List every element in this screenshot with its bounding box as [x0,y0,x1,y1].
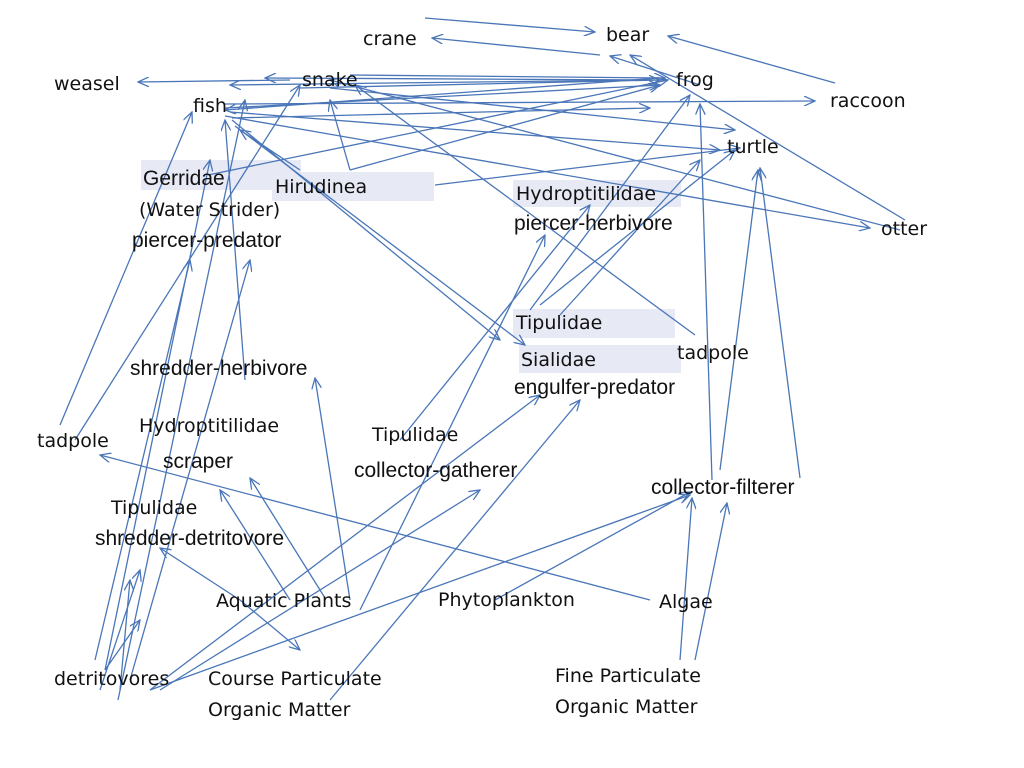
node-shredder-detritovore: shredder-detritovore [95,527,285,550]
edge-arrow-26 [74,85,300,441]
edge-arrow-1 [424,17,595,32]
edge-arrow-50 [529,95,690,311]
node-raccoon: raccoon [830,90,906,112]
edge-arrow-17 [630,55,906,221]
edge-arrow-10 [349,75,665,78]
node-phytoplankton: Phytoplankton [438,589,575,611]
node-scraper: scraper [163,450,234,473]
edge-arrow-2 [668,36,836,84]
edge-arrow-30 [129,260,250,681]
edge-arrow-45 [679,498,692,661]
node-collector-gatherer: collector-gatherer [354,459,518,482]
edge-arrow-37 [119,580,130,691]
edge-arrow-44 [100,455,651,601]
edge-arrow-55 [234,125,525,345]
edge-arrow-39 [160,548,241,601]
node-otter: otter [881,218,928,240]
edge-arrow-51 [559,160,700,316]
edge-arrow-24 [225,120,246,381]
node-hirudinea: Hirudinea [275,176,368,198]
node-algae: Algae [659,591,713,613]
node-frog: frog [676,69,714,91]
node-fpom-line1: Fine Particulate [555,665,701,687]
node-crane: crane [363,28,417,50]
node-sialidae: Sialidae [521,349,596,371]
edge-arrow-3 [432,38,601,56]
edge-arrow-33 [149,395,540,691]
edge-arrow-42 [149,495,690,691]
edge-arrow-52 [539,150,735,306]
edge-arrow-43 [494,492,690,601]
edge-arrow-28 [104,160,210,671]
node-weasel: weasel [54,73,120,95]
edge-arrow-29 [117,100,245,701]
node-water-strider: (Water Strider) [139,199,281,221]
node-cpom-line2: Organic Matter [208,699,351,721]
edge-arrow-56 [104,620,140,671]
edge-arrow-16 [231,108,650,119]
node-hydroptilidae-top: Hydroptitilidae [516,183,657,205]
node-detritovores: detritovores [54,668,170,690]
node-piercer-herbivore: piercer-herbivore [514,212,673,235]
edge-arrow-12 [224,85,660,109]
node-aquatic-plants: Aquatic Plants [216,590,352,612]
edge-arrow-13 [224,101,815,104]
edge-arrow-38 [315,378,351,601]
node-snake: snake [302,69,358,91]
node-fpom-line2: Organic Matter [555,696,698,718]
edge-arrows [59,17,906,701]
edge-arrow-49 [760,168,801,479]
edge-arrow-48 [719,170,758,471]
edge-arrow-5 [138,80,291,82]
hydroptilidae-top-highlight [513,180,681,207]
edge-arrow-18 [330,80,901,231]
node-gerridae: Gerridae [143,167,225,190]
edge-arrow-11 [329,87,735,130]
edge-arrow-14 [229,111,720,150]
edge-arrow-27 [94,260,190,661]
edge-arrow-19 [330,100,351,171]
node-piercer-predator: piercer-predator [132,229,282,252]
edge-arrow-20 [434,148,740,186]
node-hydroptilidae-low: Hydroptitilidae [139,415,280,437]
node-engulfer-predator: engulfer-predator [514,376,676,399]
edge-arrow-21 [349,85,660,171]
node-fish: fish [193,95,227,117]
sialidae-highlight [519,345,681,373]
node-tipulidae-left: Tipulidae [111,497,198,519]
node-tipulidae-mid: Tipulidae [516,312,603,334]
edge-arrow-40 [220,490,291,601]
edge-arrow-57 [239,599,300,650]
hirudinea-highlight [272,172,434,201]
edge-arrow-54 [207,80,668,176]
node-tadpole-right: tadpole [677,342,749,364]
node-tipulidae-low: Tipulidae [372,424,459,446]
edge-arrow-36 [329,400,580,701]
edge-arrow-47 [700,104,713,481]
node-cpom-line1: Course Particulate [208,668,382,690]
node-shredder-herbivore: shredder-herbivore [130,357,308,380]
edge-arrow-46 [694,503,727,661]
tipulidae-mid-highlight [513,309,675,338]
edge-arrow-53 [355,85,696,336]
node-collector-filterer: collector-filterer [651,476,795,499]
edge-arrow-34 [359,235,545,611]
node-bear: bear [606,24,650,46]
edge-arrow-25 [59,112,192,426]
node-tadpole-left: tadpole [37,430,109,452]
node-turtle: turtle [727,136,779,158]
